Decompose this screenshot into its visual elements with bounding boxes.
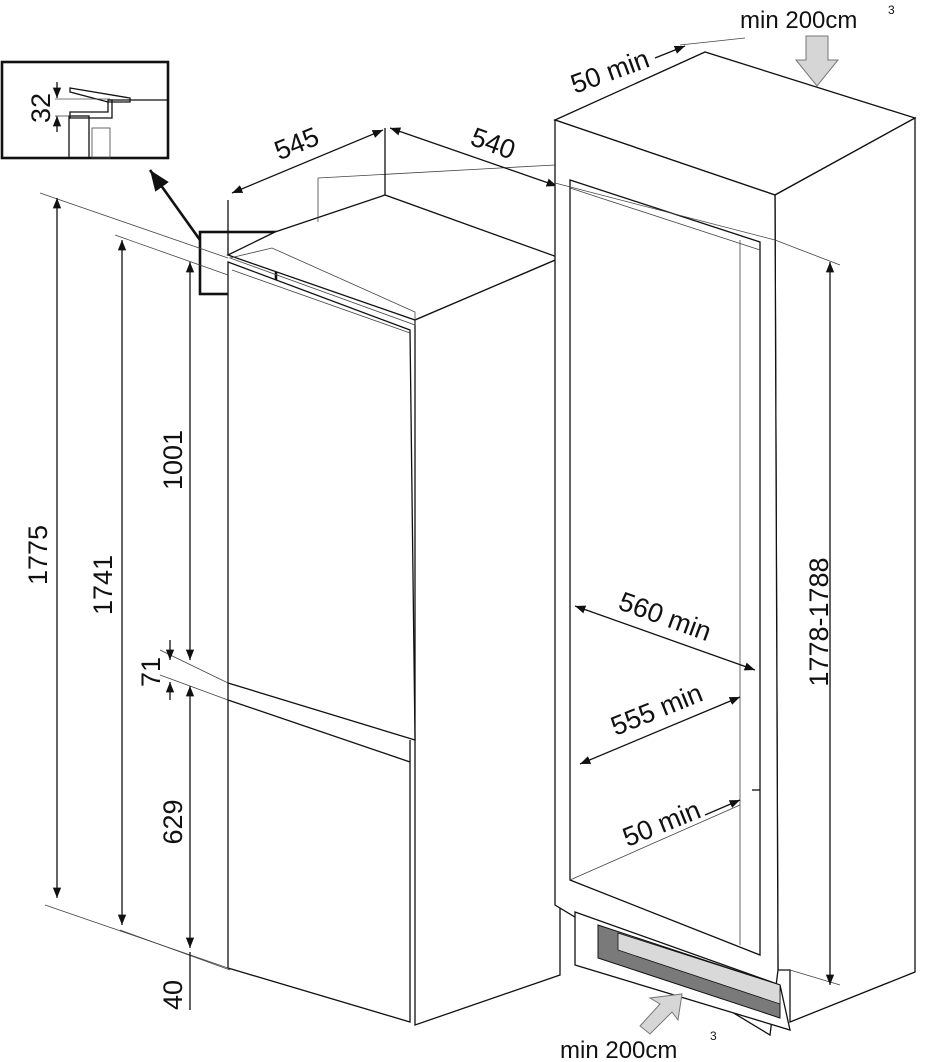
gap-dimension: 71 bbox=[136, 657, 166, 687]
top-vent-superscript: 3 bbox=[888, 3, 895, 17]
top-vent-arrow-icon bbox=[794, 35, 840, 87]
total-height-dimension: 1775 bbox=[23, 525, 53, 585]
bottom-dimension: 40 bbox=[158, 980, 188, 1010]
door-height-dimension: 1741 bbox=[88, 555, 118, 615]
appliance bbox=[226, 164, 562, 1026]
depth-dimension: 540 bbox=[467, 122, 520, 166]
detail-dimension: 32 bbox=[26, 93, 56, 123]
detail-callout: 32 bbox=[0, 60, 278, 296]
upper-door-dimension: 1001 bbox=[158, 430, 188, 490]
width-dimension: 545 bbox=[270, 121, 323, 166]
niche-height-dimension: 1778-1788 bbox=[804, 557, 834, 686]
top-vent-label: min 200cm bbox=[740, 7, 857, 34]
lower-door-dimension: 629 bbox=[158, 799, 188, 844]
bottom-vent-label: min 200cm bbox=[560, 1037, 677, 1062]
bottom-vent-superscript: 3 bbox=[710, 1029, 717, 1043]
cabinet bbox=[553, 51, 917, 1037]
bottom-vent-arrow-icon bbox=[639, 993, 683, 1035]
